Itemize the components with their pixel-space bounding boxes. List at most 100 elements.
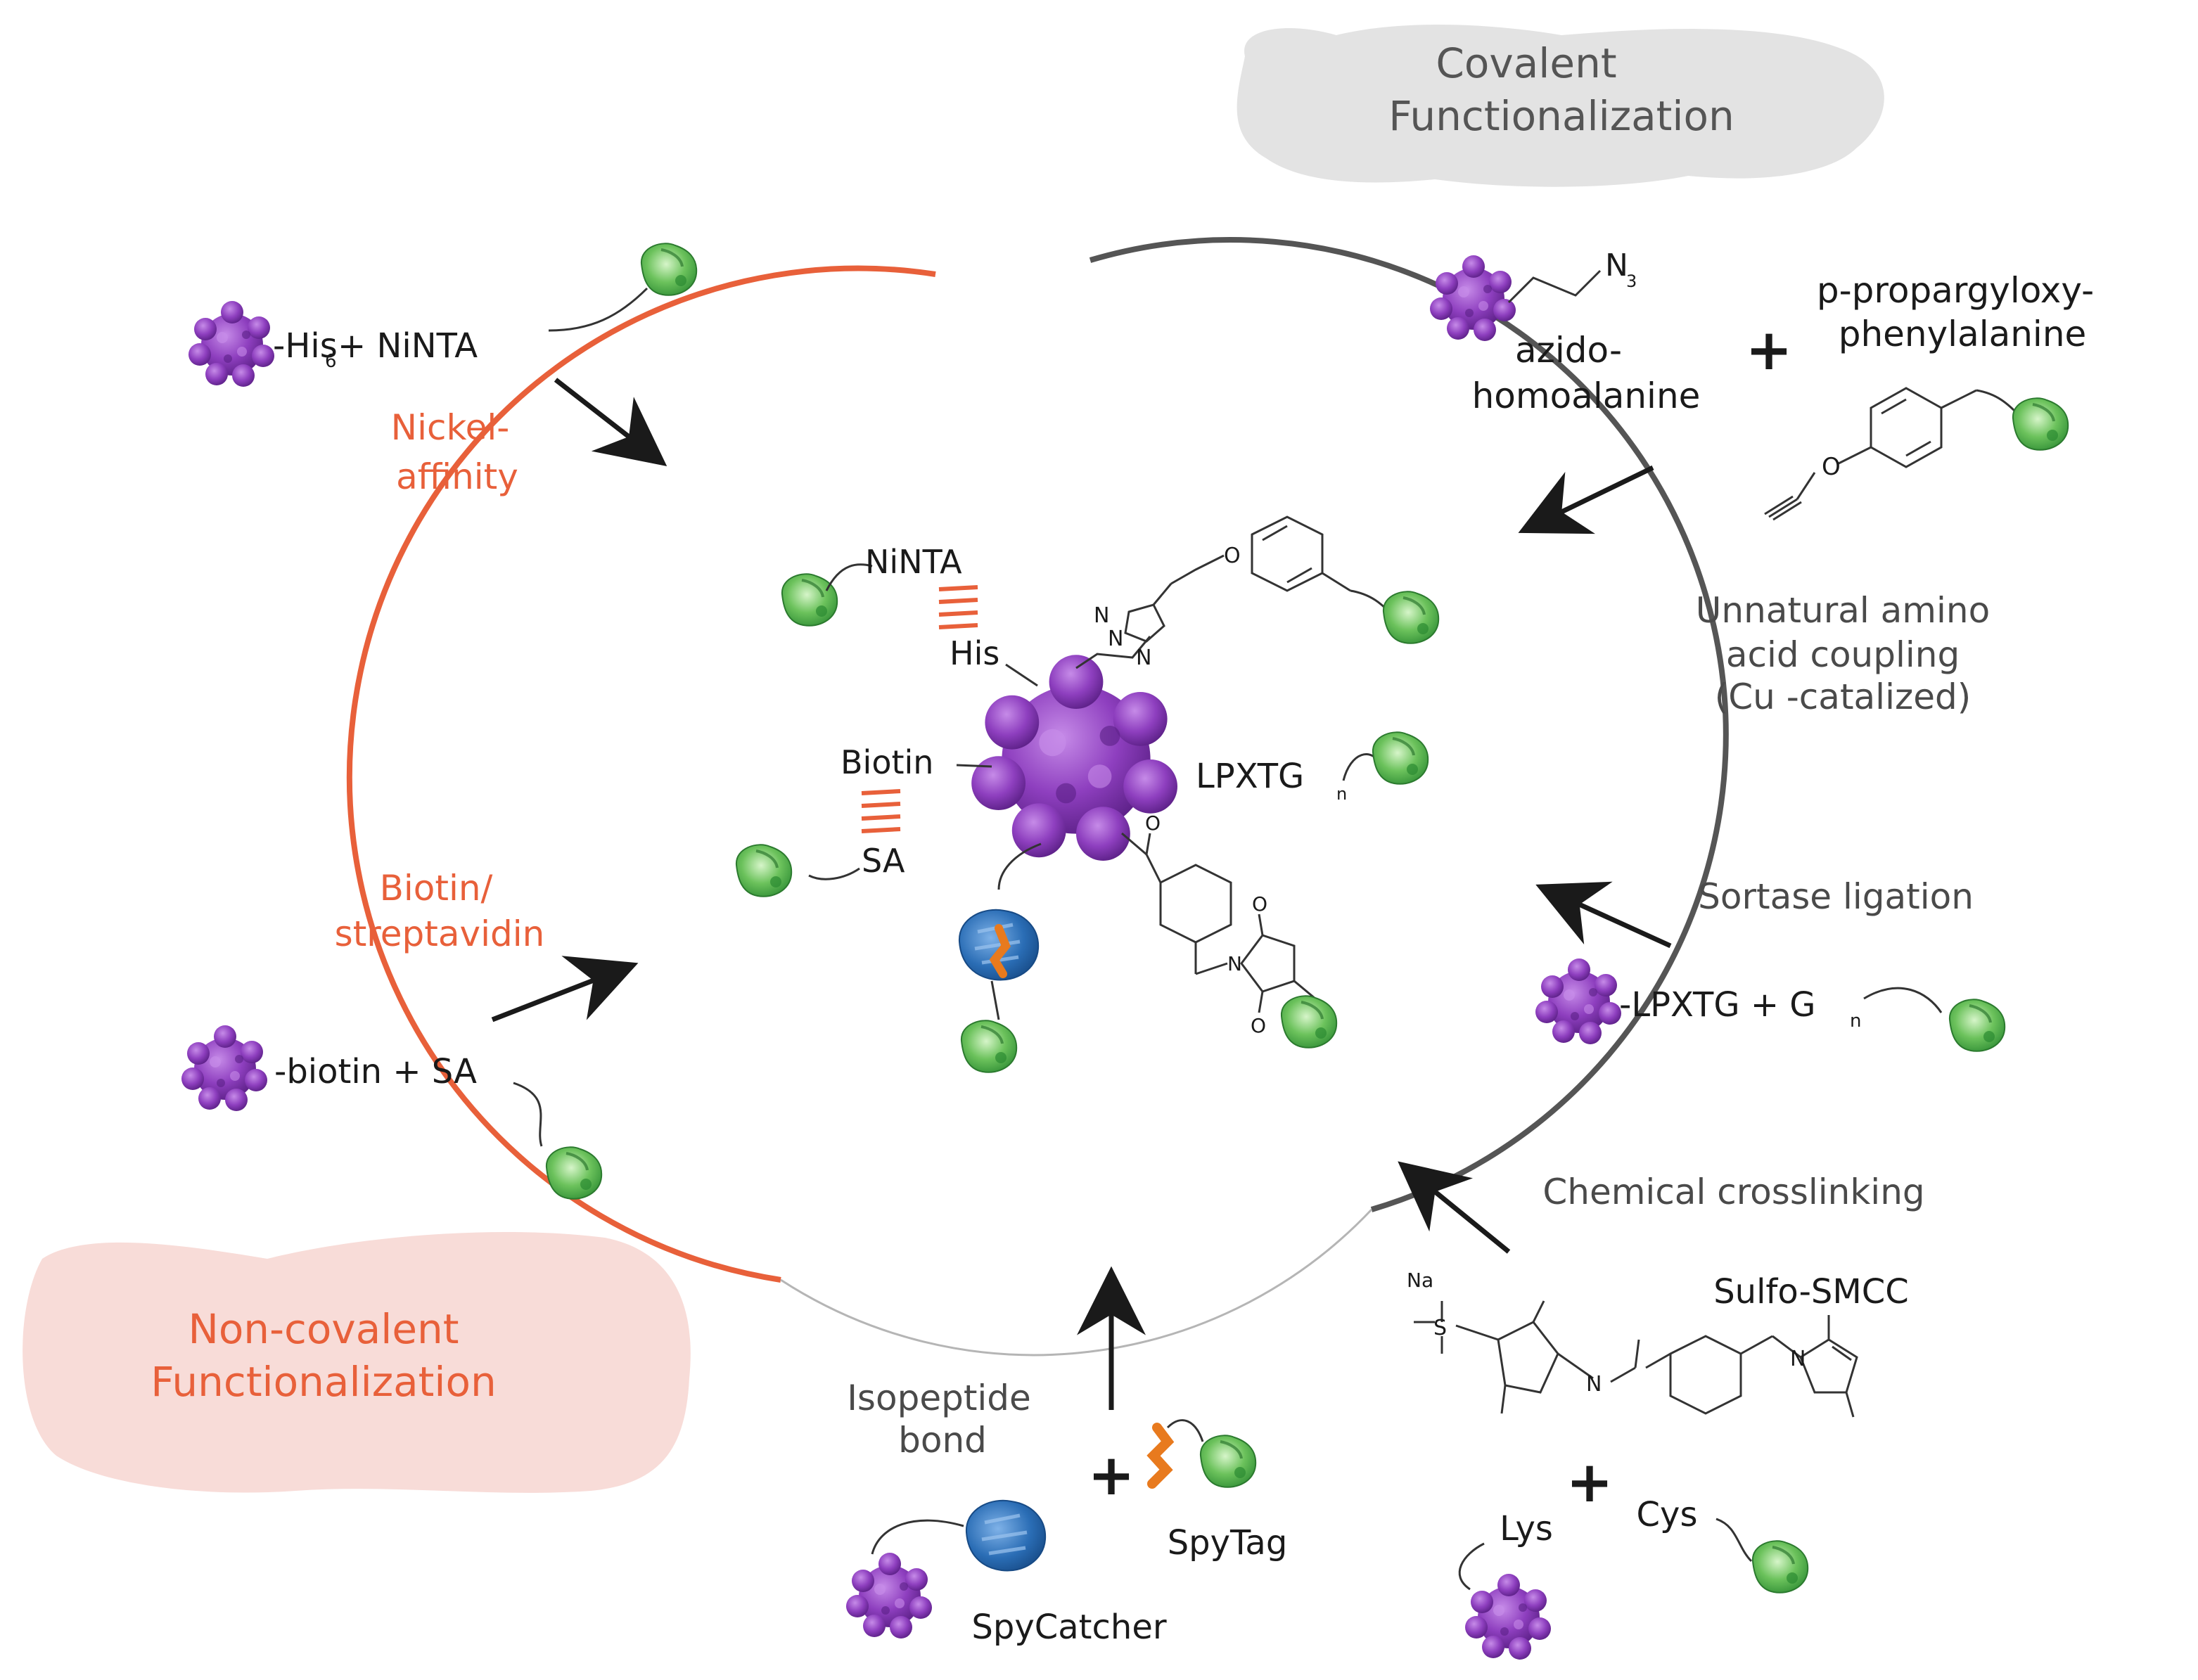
nickel-bond-lines [938,585,978,629]
biotin-bond-lines [861,789,901,833]
arrow-unnatural [1518,465,1654,534]
ppa-label-line2: phenylalanine [1839,314,2087,354]
circle-faint-arc [780,1208,1373,1357]
biotin-label-line2: streptavidin [335,913,545,954]
purple-protein-icon [189,301,274,387]
plus-sign: + [1745,317,1792,383]
spycatcher-icon [966,1501,1045,1571]
arrow-nickel [554,378,667,467]
green-protein-icon [1279,994,1338,1049]
sulfo-n-atom: N [1586,1372,1602,1397]
linker [825,563,873,591]
crosslink-label: Chemical crosslinking [1542,1172,1924,1212]
nickel-label-line1: Nickel- [391,407,510,448]
unnatural-label-line2: acid coupling [1726,634,1960,675]
spycatcher-label: SpyCatcher [971,1608,1166,1647]
green-protein-icon [639,242,698,297]
green-protein-icon [1371,731,1430,786]
isopeptide-label-line1: Isopeptide [847,1378,1031,1418]
green-protein-icon [780,572,839,627]
center-lpxtg-label: LPXTG [1196,757,1304,796]
lys-label: Lys [1500,1509,1553,1548]
arrow-crosslink [1398,1161,1511,1254]
biotin-label-line1: Biotin/ [380,868,493,909]
linker [997,842,1042,890]
green-protein-icon [1948,998,2007,1053]
n3-label: N [1605,248,1628,283]
green-protein-icon [1381,590,1440,645]
gn-subscript: n [1850,1011,1861,1032]
green-protein-icon [959,1019,1018,1074]
center-his-label: His [950,634,999,672]
spytag-icon [989,924,1011,978]
purple-protein-icon [181,1025,267,1111]
noncovalent-title-cloud [23,1231,691,1493]
covalent-title-line2: Functionalization [1388,92,1734,140]
center-biotin-label: Biotin [841,743,933,781]
green-protein-icon [1751,1539,1810,1594]
green-protein-icon [734,843,793,898]
arrow-biotin [491,956,639,1022]
azido-label-line1: azido- [1515,330,1622,371]
smcc-linkage-structure [1121,832,1316,1013]
linker [990,980,1000,1020]
noncovalent-title-line2: Functionalization [151,1358,497,1406]
noncovalent-title-line1: Non-covalent [188,1305,459,1353]
sulfo-smcc-structure [1414,1300,1858,1418]
noncovalent-arc [346,265,936,1283]
linker [1166,1419,1204,1442]
linker [513,1082,543,1147]
biotin-sa-reagent-label: -biotin + SA [274,1052,477,1091]
purple-protein-icon [1430,255,1516,341]
covalent-title-line1: Covalent [1436,39,1616,87]
center-lpxtg-subscript: n [1336,784,1347,804]
triazole-oxygen: O [1224,544,1241,568]
his-subscript: 6 [325,351,337,372]
linker [548,287,648,332]
na-label: Na [1407,1269,1433,1292]
his-reagent-label: -His [273,326,338,366]
spytag-icon [1146,1423,1175,1489]
covalent-arc [1089,237,1729,1212]
center-nitra-label: NiNTA [865,543,962,581]
arrow-sortase [1535,881,1672,949]
linker [1715,1518,1753,1563]
green-protein-icon [544,1146,603,1200]
azido-chain [1507,269,1602,304]
plus-sign: + [1087,1442,1135,1508]
purple-protein-icon [1535,958,1621,1044]
azido-label-line2: homoalanine [1472,376,1701,416]
triazole-n3: N [1136,646,1151,670]
purple-protein-icon [846,1553,932,1639]
sulfo-s-atom: S [1433,1316,1447,1340]
green-protein-icon [1199,1434,1258,1489]
linker [808,867,860,880]
smcc-oxygen-upper: O [1252,892,1267,916]
sulfo-maleimide-n: N [1790,1347,1806,1371]
smcc-nitrogen: N [1227,952,1242,975]
n3-subscript: 3 [1626,271,1637,291]
smcc-oxygen-top: O [1145,812,1161,835]
center-sa-label: SA [862,842,905,880]
triazole-n1: N [1094,603,1109,628]
sulfo-label: Sulfo-SMCC [1713,1272,1909,1312]
linker [1863,987,1943,1013]
ppa-oxygen: O [1822,453,1841,481]
nitra-reagent-label: + NiNTA [338,326,478,366]
covalent-title-cloud [1237,25,1884,187]
triazole-n2: N [1108,627,1123,651]
plus-sign: + [1566,1449,1613,1515]
nickel-label-line2: affinity [396,456,518,497]
smcc-oxygen-lower: O [1251,1014,1266,1037]
linker [871,1519,964,1555]
ppa-label-line1: p-propargyloxy- [1817,270,2094,311]
unnatural-label-line3: (Cu -catalized) [1715,677,1971,717]
triazole-structure [1075,515,1391,669]
ppa-structure [1764,387,2020,521]
unnatural-label-line1: Unnatural amino [1696,590,1990,631]
linker [956,764,992,768]
green-protein-icon [2011,397,2070,451]
linker [1005,663,1038,687]
isopeptide-label-line2: bond [898,1420,987,1461]
